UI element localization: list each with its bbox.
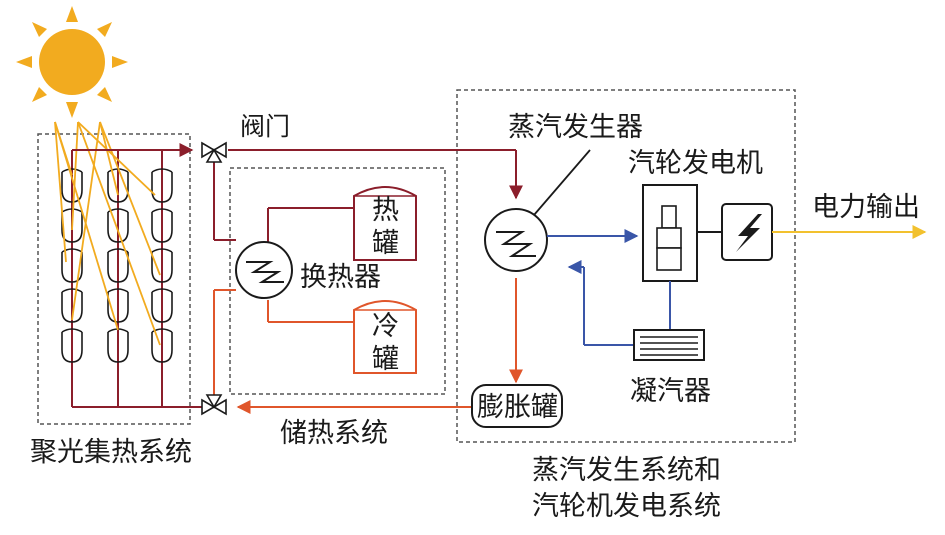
condenser-label: 凝汽器 [630, 376, 711, 407]
heat-exchanger-label: 换热器 [300, 262, 381, 293]
turbine-icon [642, 184, 698, 282]
collector-trough [107, 212, 129, 243]
turbine-generator-label: 汽轮发电机 [628, 148, 763, 179]
solar-field-box [37, 133, 191, 425]
collector-array [54, 121, 173, 407]
collector-trough [151, 172, 173, 203]
valve-icon-bottom [201, 394, 227, 416]
collector-trough-rim [107, 208, 129, 213]
storage-system-box [229, 167, 446, 395]
hot-tank-label-2: 罐 [372, 228, 399, 259]
steam-system-label-1: 蒸汽发生系统和 [532, 455, 721, 486]
collector-trough [61, 252, 83, 283]
hot-tank-label-1: 热 [372, 195, 399, 226]
collector-trough [151, 212, 173, 243]
condenser-icon [633, 329, 705, 361]
collector-trough-rim [61, 248, 83, 253]
collector-trough [61, 172, 83, 203]
collector-trough-rim [151, 328, 173, 333]
generator-lightning-icon [721, 203, 773, 261]
power-output-label: 电力输出 [812, 192, 920, 223]
cold-tank-label-1: 冷 [372, 311, 399, 342]
solar-field-label: 聚光集热系统 [30, 437, 192, 468]
steam-system-label-2: 汽轮机发电系统 [532, 491, 721, 522]
collector-trough-rim [151, 208, 173, 213]
collector-trough [107, 252, 129, 283]
cold-tank [353, 300, 417, 374]
collector-trough-rim [61, 288, 83, 293]
collector-trough-rim [61, 168, 83, 173]
steam-system-box [456, 89, 796, 443]
steam-generator-icon [484, 149, 591, 272]
collector-trough [107, 332, 129, 363]
cold-tank-label-2: 罐 [372, 344, 399, 375]
valve-icon [201, 141, 227, 163]
collector-trough [107, 292, 129, 323]
valve-label: 阀门 [240, 112, 290, 141]
sun-icon [16, 6, 128, 118]
collector-trough-rim [107, 288, 129, 293]
collector-trough-rim [151, 288, 173, 293]
hot-tank [353, 186, 417, 261]
collector-trough [61, 332, 83, 363]
collector-trough-rim [151, 248, 173, 253]
heat-exchanger-icon [235, 241, 293, 299]
collector-trough [61, 292, 83, 323]
collector-trough-rim [61, 328, 83, 333]
collector-trough-rim [151, 168, 173, 173]
expansion-tank-label: 膨胀罐 [477, 392, 558, 423]
storage-system-label: 储热系统 [280, 418, 388, 449]
expansion-tank [471, 384, 563, 428]
collector-trough-rim [61, 208, 83, 213]
steam-generator-label: 蒸汽发生器 [508, 112, 643, 143]
collector-trough [151, 292, 173, 323]
collector-trough [61, 212, 83, 243]
collector-trough [151, 332, 173, 363]
collector-trough [151, 252, 173, 283]
